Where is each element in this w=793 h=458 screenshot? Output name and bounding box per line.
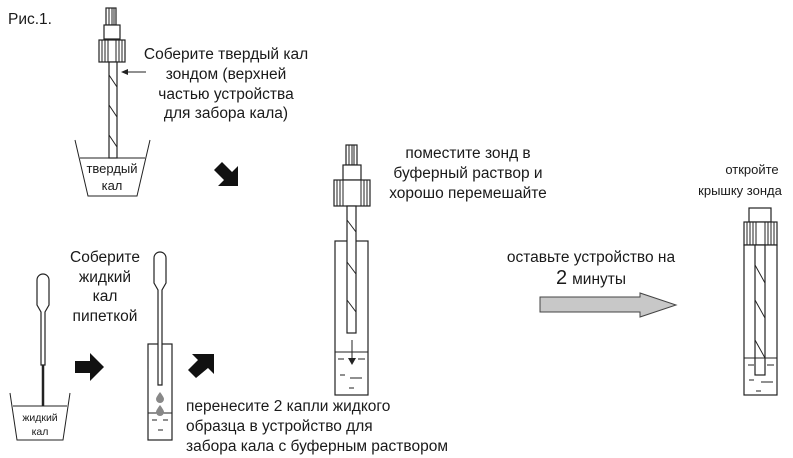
- step-solid-line-3: частью устройства: [158, 86, 294, 103]
- step-solid-line-1: Соберите твердый кал: [144, 46, 308, 63]
- step-liquid-line-2: жидкий: [79, 269, 131, 286]
- cup-solid-label-1: твердый: [86, 161, 137, 176]
- left-arrow-icon: [121, 69, 146, 75]
- step-liquid-line-4: пипеткой: [73, 308, 138, 325]
- step-mix-line-2: буферный раствор и: [393, 165, 542, 182]
- step-solid-text: Соберите твердый кал зондом (верхней час…: [144, 46, 308, 122]
- step-mix-line-1: поместите зонд в: [405, 145, 530, 162]
- step-transfer-text: перенесите 2 капли жидкого образца в уст…: [186, 398, 448, 455]
- cup-liquid-label-1: жидкий: [22, 412, 57, 424]
- pipette-in-device: [147, 251, 173, 441]
- step-transfer-line-1: перенесите 2 капли жидкого: [186, 398, 390, 415]
- step-liquid-line-3: кал: [93, 288, 118, 305]
- step-liquid-text: Соберите жидкий кал пипеткой: [70, 249, 140, 325]
- device-mixing: [333, 144, 371, 396]
- step-open-line-2: крышку зонда: [698, 183, 782, 198]
- step-transfer-line-2: образца в устройство для: [186, 418, 373, 435]
- step-solid-line-4: для забора кала): [164, 105, 288, 122]
- step-mix-line-3: хорошо перемешайте: [389, 185, 547, 202]
- gray-arrow-right-icon: [539, 292, 678, 318]
- wait-minutes-unit: минуты: [572, 271, 626, 288]
- step-transfer-line-3: забора кала с буферным раствором: [186, 438, 448, 455]
- wait-minutes-number: 2: [556, 267, 567, 289]
- arrow-up-right-icon: [188, 354, 214, 378]
- step-solid-line-2: зондом (верхней: [166, 66, 287, 83]
- figure-label: Рис.1.: [8, 11, 52, 28]
- arrow-right-icon: [75, 353, 104, 381]
- step-open-line-1: откройте: [725, 162, 778, 177]
- cup-solid-label-2: кал: [102, 178, 123, 193]
- probe-solid-sample: [98, 7, 126, 159]
- pipette-in-cup: [9, 273, 71, 441]
- cup-solid: [74, 139, 151, 197]
- device-final: [743, 207, 778, 396]
- step-wait-line-2: 2 минуты: [556, 267, 626, 289]
- cup-liquid-label-2: кал: [32, 426, 49, 438]
- step-wait-line-1: оставьте устройство на: [507, 249, 676, 266]
- step-mix-text: поместите зонд в буферный раствор и хоро…: [389, 145, 547, 202]
- arrow-down-right-icon: [214, 162, 238, 186]
- step-liquid-line-1: Соберите: [70, 249, 140, 266]
